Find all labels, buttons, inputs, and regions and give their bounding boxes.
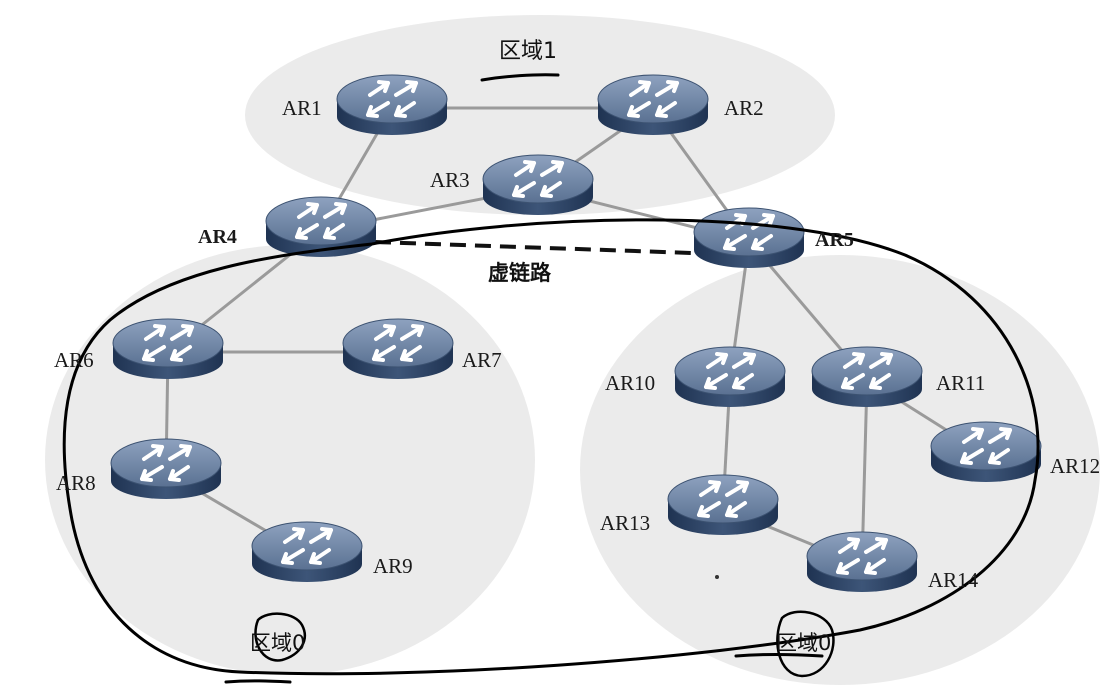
area1-underline (480, 73, 560, 82)
router-icon-ar10[interactable] (673, 345, 787, 409)
left-area0-underline (224, 679, 292, 684)
router-icon-ar8[interactable] (109, 437, 223, 501)
area-1-region (245, 15, 835, 215)
hand-annotations (62, 73, 1040, 684)
right-area0-circle (776, 610, 835, 678)
router-icon-ar3[interactable] (481, 153, 595, 217)
virtual-link-line (374, 240, 693, 255)
left-area0-circle (254, 612, 307, 662)
router-icon-ar11[interactable] (810, 345, 924, 409)
area0-loop-stroke (62, 218, 1040, 676)
stray-dot (715, 575, 719, 579)
router-icon-ar4[interactable] (264, 195, 378, 259)
router-icon-ar9[interactable] (250, 520, 364, 584)
router-icon-ar2[interactable] (596, 73, 710, 137)
router-icon-ar14[interactable] (805, 530, 919, 594)
router-icon-ar12[interactable] (929, 420, 1043, 484)
right-area0-underline (734, 653, 824, 658)
router-icon-ar1[interactable] (335, 73, 449, 137)
router-icon-ar5[interactable] (692, 206, 806, 270)
router-icon-ar7[interactable] (341, 317, 455, 381)
router-icon-ar13[interactable] (666, 473, 780, 537)
router-icon-ar6[interactable] (111, 317, 225, 381)
